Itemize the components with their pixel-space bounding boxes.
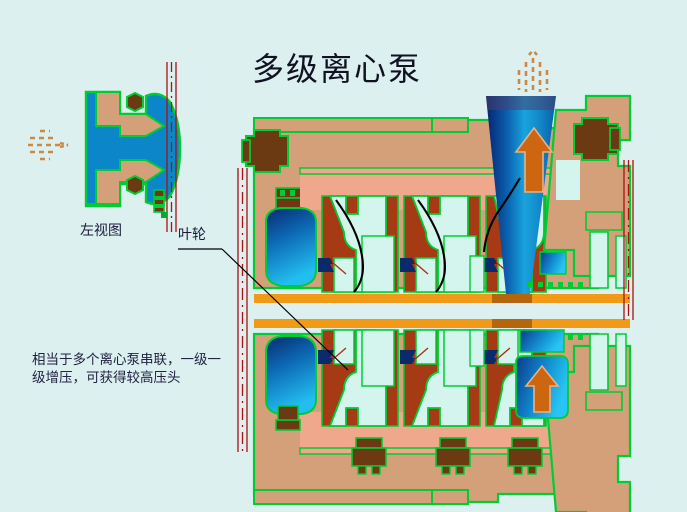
casing-split-line (254, 294, 630, 328)
impeller-hub (318, 258, 334, 272)
pump-stage-1-upper (318, 195, 399, 293)
base-bolt-1 (351, 437, 387, 475)
suction-chamber-lower (265, 335, 317, 415)
left-view-group (84, 90, 182, 213)
impeller-hub (482, 258, 498, 272)
left-view-rib-bottom (86, 159, 166, 205)
discharge-arrow-upper-icon (514, 126, 554, 193)
outlet-flow-arrow-icon (517, 49, 549, 92)
pocket-upper-right (539, 251, 567, 275)
description-caption: 相当于多个离心泵串联，一级一级增压，可获得较高压头 (32, 352, 221, 387)
left-view-rib-top (86, 91, 166, 137)
impeller-leader-line (178, 248, 349, 371)
centerline-left (166, 62, 177, 232)
label-impeller: 叶轮 (178, 227, 206, 243)
base-bolt-left (275, 405, 301, 431)
pump-upper-half (241, 94, 632, 294)
page-title: 多级离心泵 (252, 50, 423, 88)
bearing-bracket-right (573, 117, 621, 161)
base-bolts-group (275, 405, 543, 475)
pump-stage-2-lower (400, 329, 481, 427)
pump-stage-2-upper (400, 195, 481, 293)
bearing-bracket-left (241, 129, 289, 173)
discharge-pocket-lower (519, 329, 565, 353)
label-left-view: 左视图 (80, 223, 122, 239)
discharge-chamber-lower (515, 355, 569, 419)
impeller-hub (400, 258, 416, 272)
base-bolt-2 (435, 437, 471, 475)
suction-chamber-upper (265, 207, 317, 287)
stage-group-lower (318, 329, 547, 427)
centerline-inner-left (237, 168, 248, 452)
impeller-vane-line (335, 199, 365, 293)
base-bolt-3 (507, 437, 543, 475)
discharge-arrow-lower-icon (524, 364, 560, 413)
inlet-flow-arrow-icon (28, 129, 69, 161)
pump-lower-half (252, 329, 632, 512)
impeller-hub (400, 350, 416, 364)
left-view-bolt-top (126, 91, 144, 113)
pump-stage-1-lower (318, 329, 399, 427)
casing-top-deck-2 (431, 117, 469, 133)
impeller-hub (482, 350, 498, 364)
green-marker (161, 212, 167, 218)
centerline-right (623, 160, 634, 320)
left-view-foot (153, 189, 165, 213)
impeller-vane-line (417, 199, 447, 293)
seal-dots-upper (528, 282, 583, 287)
left-view-bolt-bottom (126, 174, 144, 196)
outlet-vane-line (482, 177, 521, 253)
